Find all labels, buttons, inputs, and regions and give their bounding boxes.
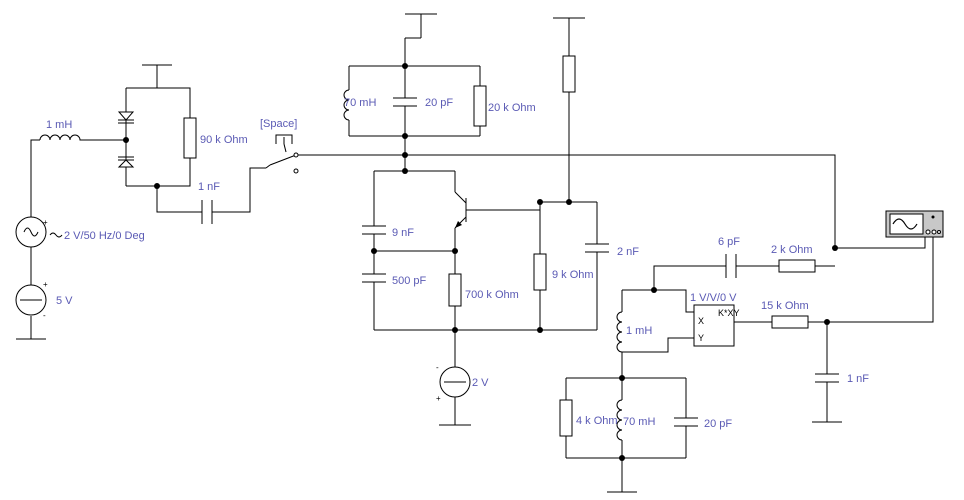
- resistor-9k: 9 k Ohm: [533, 253, 594, 291]
- dc-source-5v-label: 5 V: [56, 295, 73, 307]
- resistor-90k-label: 90 k Ohm: [200, 134, 248, 146]
- input-section: 1 mH + 2 V/50 Hz/0 Deg + - 5 V: [15, 64, 299, 340]
- junction-dot: [452, 248, 458, 254]
- capacitor-6pf-label: 6 pF: [718, 236, 740, 248]
- resistor-700k: 700 k Ohm: [448, 273, 519, 307]
- ac-source-label: 2 V/50 Hz/0 Deg: [64, 230, 145, 242]
- inductor-1mh-mixer-label: 1 mH: [626, 325, 652, 337]
- junction-dot: [537, 199, 543, 205]
- switch-space[interactable]: [Space]: [260, 118, 299, 174]
- resistor-90k: 90 k Ohm: [183, 117, 248, 159]
- dc-source-5v: + - 5 V: [15, 280, 73, 320]
- junction-dot: [566, 199, 572, 205]
- junction-dot: [832, 245, 838, 251]
- inductor-70mh-lower: 70 mH: [616, 399, 655, 441]
- junction-dot: [619, 375, 625, 381]
- mixer-section: 6 pF 2 k Ohm 1 mH K*XY X Y 1 V/V/0 V 15 …: [559, 210, 944, 493]
- capacitor-1nf-output: 1 nF: [815, 373, 869, 385]
- ground-diode-top: [142, 64, 172, 88]
- junction-dot: [619, 455, 625, 461]
- junction-dot: [651, 287, 657, 293]
- switch-space-label: [Space]: [260, 118, 297, 130]
- varactor-diode-bottom: [117, 156, 135, 168]
- capacitor-20pf-lower-label: 20 pF: [704, 418, 732, 430]
- multiplier-out-label: K*XY: [718, 308, 740, 318]
- resistor-20k-tank: 20 k Ohm: [473, 85, 536, 127]
- dc-source-2v: - + 2 V: [436, 363, 489, 403]
- junction-dot: [402, 133, 408, 139]
- dc-source-2v-label: 2 V: [472, 377, 489, 389]
- multiplier-label: 1 V/V/0 V: [690, 292, 737, 304]
- ground-tank-top: [405, 13, 437, 39]
- junction-dot: [154, 183, 160, 189]
- junction-dot: [824, 319, 830, 325]
- inductor-1mh-input-label: 1 mH: [46, 119, 72, 131]
- varactor-diode-top: [117, 111, 135, 124]
- oscilloscope-icon[interactable]: [885, 210, 944, 238]
- junction-dot: [123, 137, 129, 143]
- multiplier-x-label: X: [698, 316, 704, 326]
- capacitor-6pf: 6 pF: [718, 236, 740, 278]
- junction-dot: [537, 327, 543, 333]
- capacitor-9nf: 9 nF: [362, 225, 414, 239]
- junction-dot: [452, 327, 458, 333]
- multiplier-y-label: Y: [698, 333, 704, 343]
- resistor-20k-tank-label: 20 k Ohm: [488, 102, 536, 114]
- resistor-4k: 4 k Ohm: [559, 399, 618, 437]
- resistor-collector-top: [562, 55, 576, 93]
- multiplier-block: K*XY X Y 1 V/V/0 V: [690, 292, 740, 347]
- capacitor-1nf-coupling: 1 nF: [198, 181, 220, 224]
- resistor-2k: 2 k Ohm: [771, 244, 816, 273]
- oscillator-section: 70 mH 20 pF 20 k Ohm: [298, 13, 836, 426]
- capacitor-2nf: 2 nF: [585, 243, 639, 258]
- ac-source-plus: +: [43, 218, 48, 227]
- inductor-70mh-lower-label: 70 mH: [623, 416, 655, 428]
- capacitor-20pf-tank: 20 pF: [393, 97, 453, 109]
- resistor-15k-label: 15 k Ohm: [761, 300, 809, 312]
- inductor-1mh-input: 1 mH: [39, 119, 82, 141]
- transistor: [454, 191, 540, 229]
- dc-source-5v-minus: -: [43, 311, 46, 320]
- dc-source-2v-plus: +: [436, 394, 441, 403]
- resistor-4k-label: 4 k Ohm: [576, 415, 618, 427]
- inductor-1mh-mixer: 1 mH: [616, 311, 652, 353]
- ac-source: + 2 V/50 Hz/0 Deg: [15, 216, 145, 248]
- capacitor-20pf-tank-label: 20 pF: [425, 97, 453, 109]
- junction-dot: [402, 168, 408, 174]
- resistor-700k-label: 700 k Ohm: [465, 289, 519, 301]
- capacitor-2nf-label: 2 nF: [617, 246, 639, 258]
- dc-source-5v-plus: +: [43, 280, 48, 289]
- capacitor-500pf: 500 pF: [362, 273, 427, 287]
- resistor-9k-label: 9 k Ohm: [552, 269, 594, 281]
- capacitor-1nf-output-label: 1 nF: [847, 373, 869, 385]
- resistor-2k-label: 2 k Ohm: [771, 244, 813, 256]
- capacitor-9nf-label: 9 nF: [392, 227, 414, 239]
- dc-source-2v-minus: -: [436, 363, 439, 372]
- inductor-70mh-tank: 70 mH: [343, 89, 376, 121]
- junction-dot: [402, 63, 408, 69]
- resistor-15k: 15 k Ohm: [761, 300, 809, 329]
- junction-dot: [402, 152, 408, 158]
- capacitor-500pf-label: 500 pF: [392, 275, 427, 287]
- capacitor-1nf-coupling-label: 1 nF: [198, 181, 220, 193]
- junction-dot: [371, 248, 377, 254]
- inductor-70mh-tank-label: 70 mH: [344, 97, 376, 109]
- capacitor-20pf-lower: 20 pF: [674, 417, 732, 430]
